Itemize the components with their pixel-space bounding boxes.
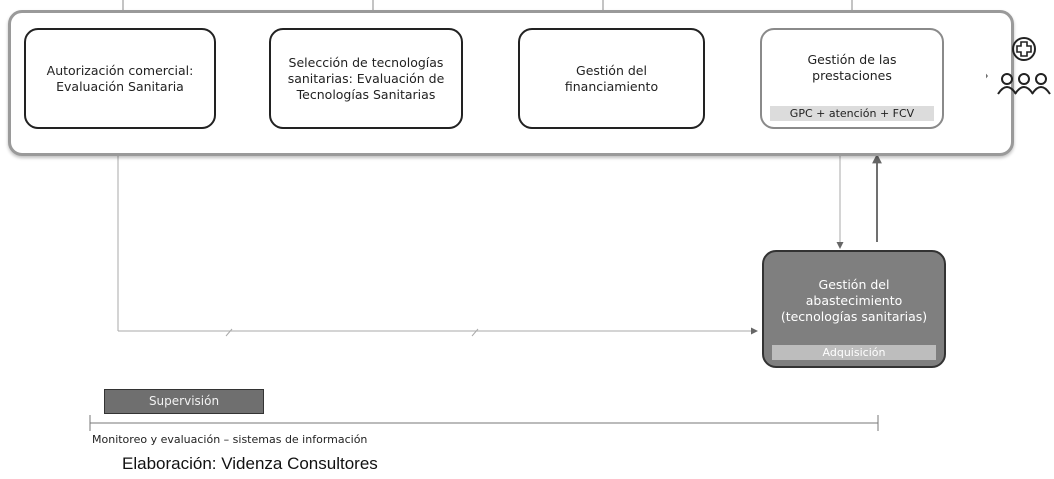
supervision-bar: Supervisión	[104, 389, 264, 414]
box-prestaciones-label: Gestión de las prestaciones	[807, 52, 897, 83]
prestaciones-strip: GPC + atención + FCV	[770, 106, 934, 121]
box-abastecimiento: Gestión del abastecimiento (tecnologías …	[762, 250, 946, 368]
credit-text: Elaboración: Videnza Consultores	[122, 454, 378, 473]
box-financiamiento: Gestión del financiamiento	[518, 28, 705, 129]
box-autorizacion-label: Autorización comercial: Evaluación Sanit…	[46, 62, 194, 94]
box-financiamiento-label: Gestión del financiamiento	[564, 62, 659, 94]
box-abastecimiento-label: Gestión del abastecimiento (tecnologías …	[780, 277, 928, 324]
box-seleccion-label: Selección de tecnologías sanitarias: Eva…	[287, 54, 445, 102]
monitoreo-label: Monitoreo y evaluación – sistemas de inf…	[92, 433, 368, 446]
box-prestaciones: Gestión de las prestaciones GPC + atenci…	[760, 28, 944, 129]
abastecimiento-strip: Adquisición	[772, 345, 936, 360]
plus-circle-icon	[1012, 37, 1036, 61]
box-autorizacion: Autorización comercial: Evaluación Sanit…	[24, 28, 216, 129]
box-seleccion: Selección de tecnologías sanitarias: Eva…	[269, 28, 463, 129]
people-group-icon	[986, 37, 1051, 95]
